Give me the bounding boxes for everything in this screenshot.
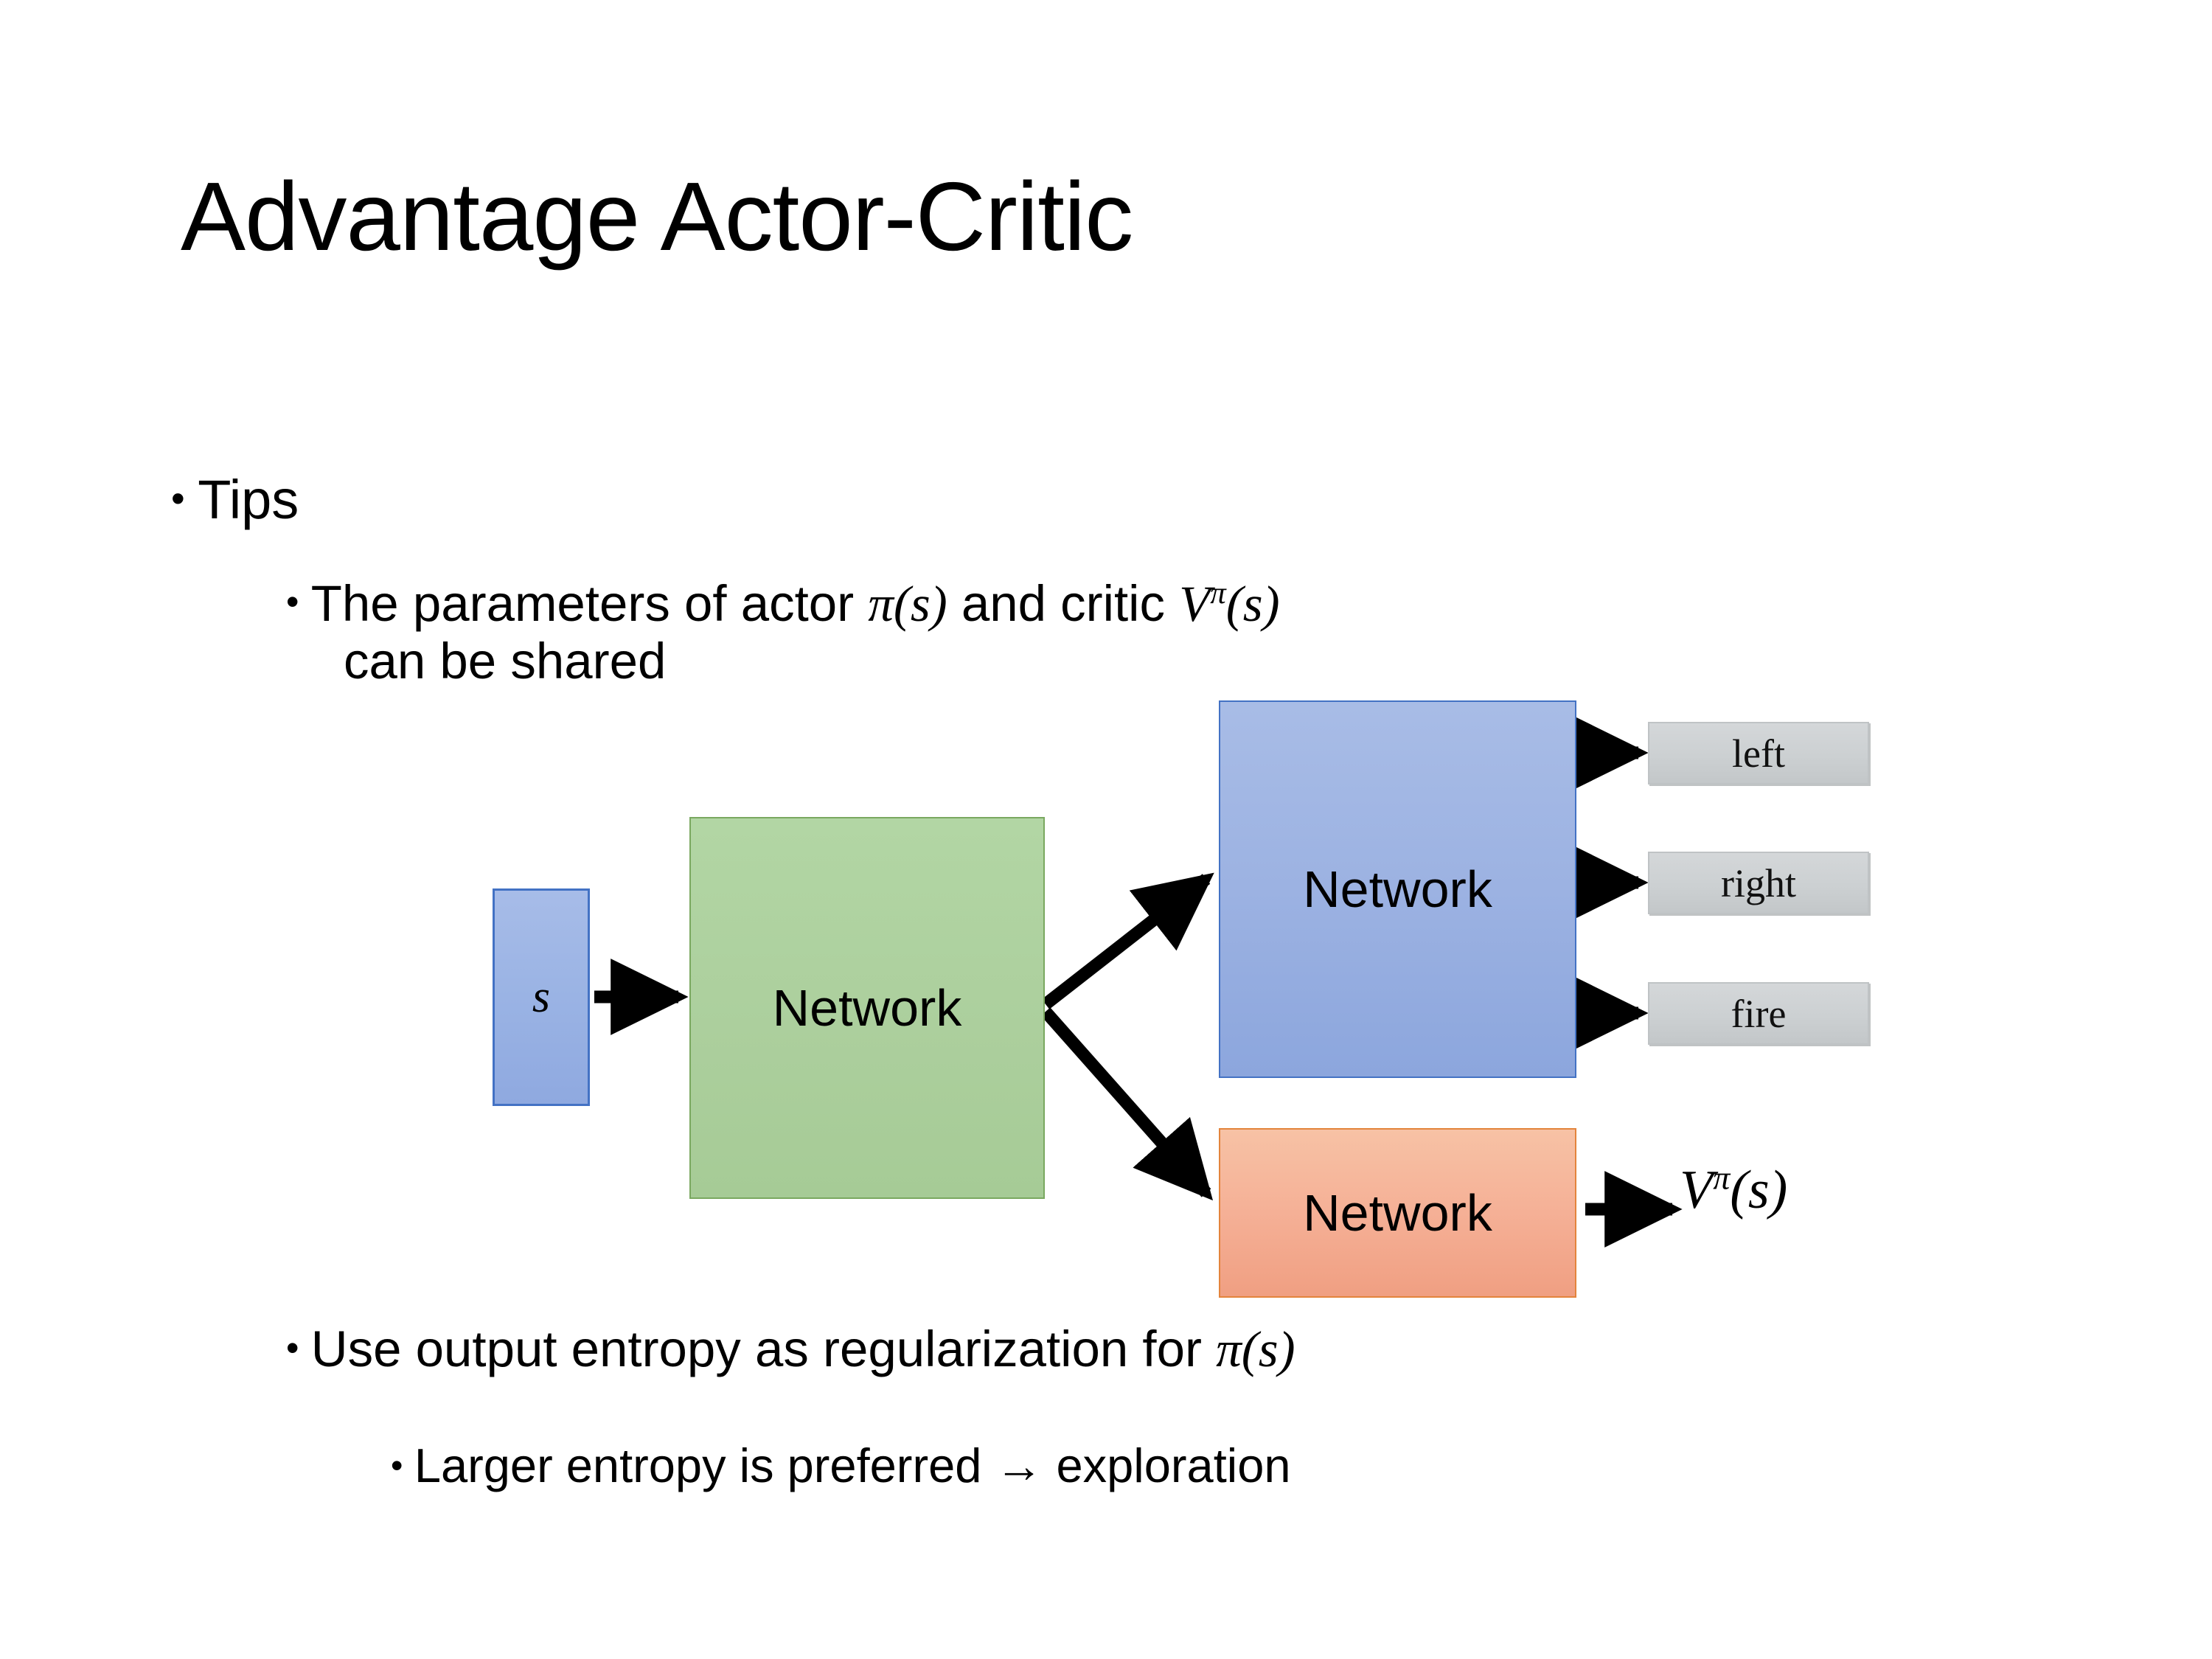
bullet-marker-icon: •: [286, 581, 299, 623]
math-V-critic: V: [1680, 1160, 1714, 1220]
bullet-marker-icon: •: [391, 1445, 403, 1484]
actor-network-box[interactable]: Network: [1219, 700, 1576, 1078]
input-state-label: s: [532, 972, 551, 1022]
action-output-fire-label: fire: [1731, 991, 1787, 1036]
math-sup-pi: π: [1210, 576, 1226, 611]
bullet-shared-parameters: •The parameters of actor π(s) and critic…: [286, 575, 1982, 690]
math-paren-close: ): [1278, 1321, 1295, 1377]
math-pi-actor: π: [1216, 1321, 1242, 1377]
math-sup-pi: π: [1713, 1158, 1731, 1197]
math-pi-actor: π: [868, 576, 894, 632]
shared-network-label: Network: [772, 979, 962, 1037]
math-paren-open: (: [1241, 1321, 1259, 1377]
action-output-left[interactable]: left: [1648, 722, 1869, 785]
bullet-shared-text-prefix: The parameters of actor: [310, 575, 869, 632]
shared-network-box[interactable]: Network: [689, 817, 1045, 1199]
bullet-tips: • Tips: [171, 468, 299, 531]
math-var-s: s: [910, 576, 931, 632]
math-var-s: s: [1747, 1160, 1770, 1220]
bullet-marker-icon: •: [286, 1327, 299, 1369]
actor-network-label: Network: [1303, 860, 1492, 918]
critic-network-label: Network: [1303, 1184, 1492, 1242]
value-function-output: Vπ(s): [1680, 1158, 1787, 1222]
action-output-right-label: right: [1721, 860, 1796, 905]
bullet-tips-label: Tips: [198, 469, 299, 530]
input-state-box[interactable]: s: [493, 888, 590, 1106]
math-paren-close: ): [930, 576, 947, 632]
bullet-marker-icon: •: [171, 477, 185, 521]
action-output-left-label: left: [1732, 731, 1785, 776]
math-paren-open: (: [893, 576, 911, 632]
bullet-entropy-regularization: • Use output entropy as regularization fo…: [286, 1320, 1295, 1379]
bullet-larger-label: Larger entropy is preferred → exploratio…: [414, 1439, 1291, 1492]
action-output-fire[interactable]: fire: [1648, 982, 1869, 1045]
arrow-shared-to-actor: [1041, 872, 1214, 1009]
math-var-s: s: [1258, 1321, 1279, 1377]
math-paren-open: (: [1730, 1160, 1748, 1220]
math-paren-close: ): [1262, 576, 1280, 632]
math-paren-open: (: [1225, 576, 1243, 632]
critic-network-box[interactable]: Network: [1219, 1128, 1576, 1298]
math-var-s: s: [1242, 576, 1263, 632]
bullet-entropy-text: Use output entropy as regularization for: [310, 1321, 1217, 1377]
math-paren-close: ): [1769, 1160, 1788, 1220]
bullet-shared-line2: can be shared: [344, 633, 667, 690]
page-title: Advantage Actor-Critic: [181, 162, 1133, 271]
bullet-larger-entropy: • Larger entropy is preferred → explorati…: [391, 1438, 1291, 1493]
action-output-right[interactable]: right: [1648, 852, 1869, 914]
bullet-shared-text-mid: and critic: [947, 575, 1180, 632]
arrow-shared-to-critic: [1040, 1007, 1214, 1201]
math-V-critic: V: [1179, 576, 1211, 632]
